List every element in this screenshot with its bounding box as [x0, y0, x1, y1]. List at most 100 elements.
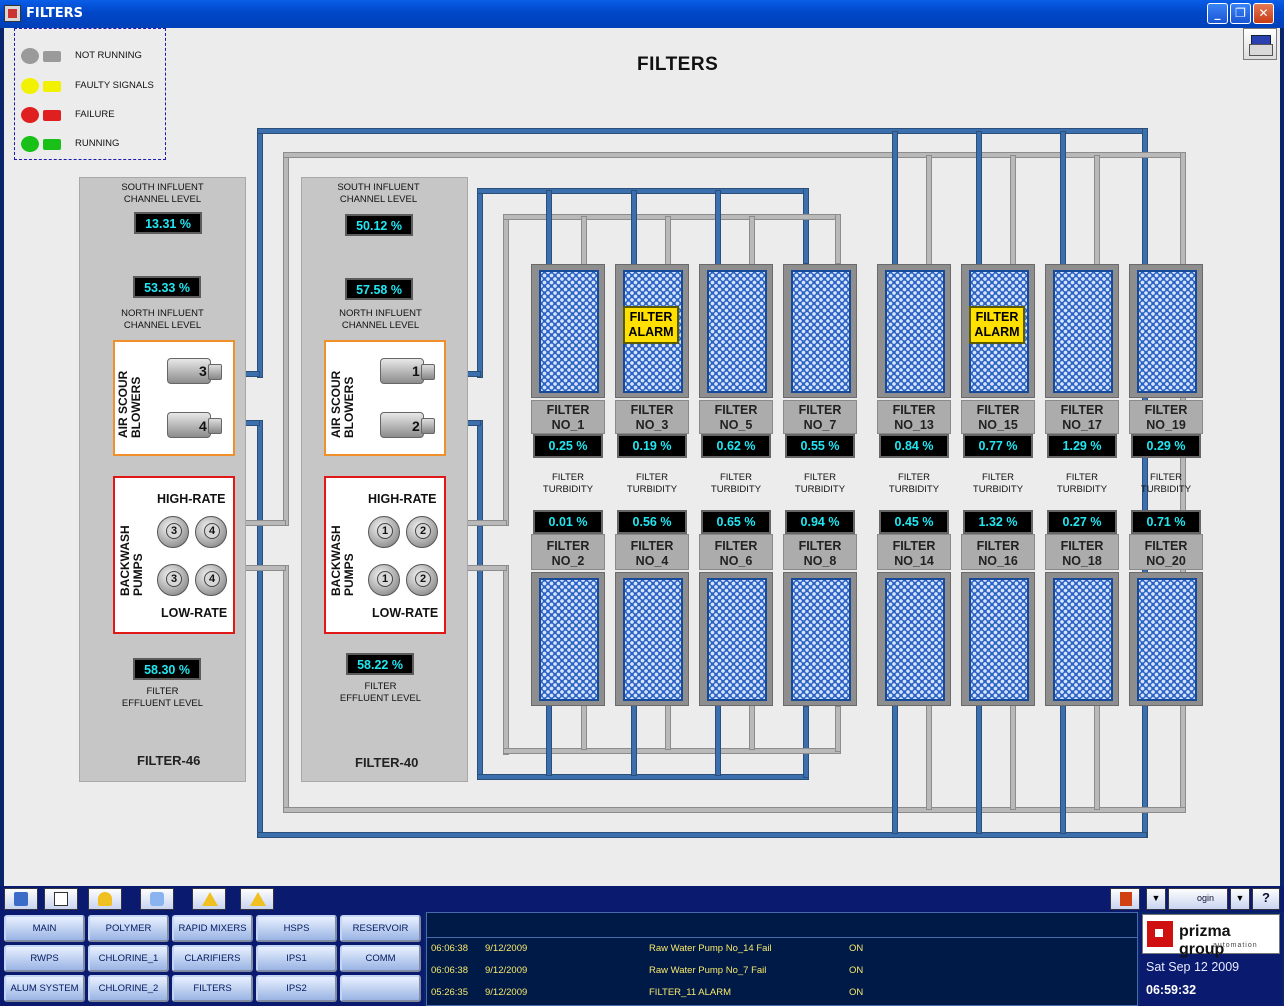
login-button[interactable]: ogin [1168, 888, 1228, 910]
bookmark-icon[interactable] [1110, 888, 1140, 910]
alarm-bell-icon[interactable] [88, 888, 122, 910]
filter-bed[interactable] [1045, 264, 1119, 398]
filter-turbidity-value: 1.32 % [963, 510, 1033, 534]
filter-bed[interactable] [699, 264, 773, 398]
filter-bed[interactable] [961, 572, 1035, 706]
nav-rwps[interactable]: RWPS [4, 945, 85, 972]
blower-motor-2[interactable] [380, 412, 435, 438]
motor-icon [43, 51, 61, 62]
filter-bed[interactable] [783, 572, 857, 706]
nav-clarifiers[interactable]: CLARIFIERS [172, 945, 253, 972]
nav-alum-system[interactable]: ALUM SYSTEM [4, 975, 85, 1002]
minimize-button[interactable]: _ [1207, 3, 1228, 24]
legend-running: RUNNING [19, 133, 165, 155]
restore-button[interactable]: ❐ [1230, 3, 1251, 24]
navigation-grid: MAIN POLYMER RAPID MIXERS HSPS RESERVOIR… [0, 912, 424, 1006]
report-icon[interactable] [44, 888, 78, 910]
nav-empty[interactable] [340, 975, 421, 1002]
warning-list-icon[interactable] [192, 888, 226, 910]
dropdown-icon[interactable]: ▼ [1230, 888, 1250, 910]
motor-icon [43, 110, 61, 121]
station-name: FILTER-40 [355, 755, 419, 770]
filter-turbidity-value: 0.55 % [785, 434, 855, 458]
filter-turbidity-value: 0.19 % [617, 434, 687, 458]
blower-motor-3[interactable] [167, 358, 222, 384]
nav-ips1[interactable]: IPS1 [256, 945, 337, 972]
low-rate-pump-3[interactable]: 3 [157, 564, 189, 596]
bottom-toolbar: ▼ ogin ▼ ? [0, 886, 1284, 912]
filter-turbidity-value: 0.01 % [533, 510, 603, 534]
nav-rapid-mixers[interactable]: RAPID MIXERS [172, 915, 253, 942]
warning-icon[interactable] [240, 888, 274, 910]
status-legend: NOT RUNNING FAULTY SIGNALS FAILURE RUNNI… [14, 28, 166, 160]
high-rate-pump-2[interactable]: 2 [406, 516, 438, 548]
window-titlebar: FILTERS _ ❐ ✕ [0, 0, 1284, 28]
low-rate-pump-4[interactable]: 4 [195, 564, 227, 596]
printer-icon[interactable] [1243, 28, 1277, 60]
filter-bed[interactable] [531, 572, 605, 706]
nav-polymer[interactable]: POLYMER [88, 915, 169, 942]
nav-hsps[interactable]: HSPS [256, 915, 337, 942]
filter-bed[interactable] [1045, 572, 1119, 706]
current-date: Sat Sep 12 2009 [1146, 960, 1240, 974]
filter-bed[interactable] [877, 572, 951, 706]
filter-turbidity-value: 0.65 % [701, 510, 771, 534]
trend-icon[interactable] [140, 888, 174, 910]
home-icon[interactable] [4, 888, 38, 910]
high-rate-pump-3[interactable]: 3 [157, 516, 189, 548]
nav-chlorine-1[interactable]: CHLORINE_1 [88, 945, 169, 972]
nav-ips2[interactable]: IPS2 [256, 975, 337, 1002]
low-rate-pump-1[interactable]: 1 [368, 564, 400, 596]
filter-turbidity-value: 0.45 % [879, 510, 949, 534]
filter-bed[interactable] [615, 572, 689, 706]
low-rate-pump-2[interactable]: 2 [406, 564, 438, 596]
nav-filters[interactable]: FILTERS [172, 975, 253, 1002]
blower-motor-1[interactable] [380, 358, 435, 384]
nav-chlorine-2[interactable]: CHLORINE_2 [88, 975, 169, 1002]
nav-reservoir[interactable]: RESERVOIR [340, 915, 421, 942]
filter-turbidity-value: 0.84 % [879, 434, 949, 458]
close-button[interactable]: ✕ [1253, 3, 1274, 24]
filter-bed[interactable] [783, 264, 857, 398]
high-rate-pump-1[interactable]: 1 [368, 516, 400, 548]
filter-bed[interactable] [699, 572, 773, 706]
filter-bed[interactable] [1129, 264, 1203, 398]
dropdown-icon[interactable]: ▼ [1146, 888, 1166, 910]
legend-faulty-signals: FAULTY SIGNALS [19, 75, 165, 97]
nav-comm[interactable]: COMM [340, 945, 421, 972]
filter-effluent-level-value: 58.30 % [133, 658, 201, 680]
nav-main[interactable]: MAIN [4, 915, 85, 942]
high-rate-pump-4[interactable]: 4 [195, 516, 227, 548]
help-button[interactable]: ? [1252, 888, 1280, 910]
blower-motor-4[interactable] [167, 412, 222, 438]
filter-bed[interactable] [531, 264, 605, 398]
filter-bed[interactable] [1129, 572, 1203, 706]
filter-bed[interactable] [877, 264, 951, 398]
